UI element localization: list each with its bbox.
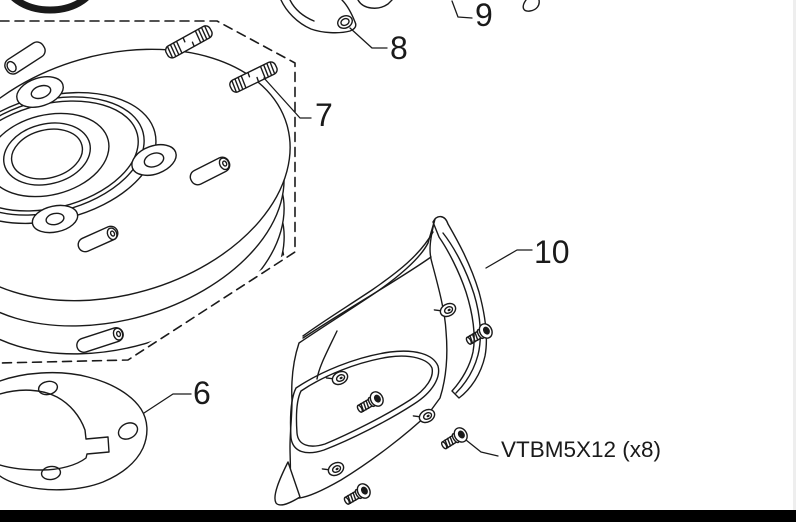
callout-10: 10	[534, 234, 570, 270]
part-fragment	[522, 0, 540, 12]
leader-6	[143, 393, 192, 414]
cover-opening	[289, 350, 440, 454]
right-edge-shade	[793, 0, 796, 510]
part-fragment	[357, 0, 393, 9]
cover-bottom-tab	[274, 461, 301, 506]
dashed-boundary	[0, 20, 296, 364]
screw	[340, 480, 374, 509]
callout-7: 7	[315, 97, 333, 133]
cover-rear-flange	[432, 215, 488, 399]
callout-9: 9	[475, 0, 493, 33]
seal-ring-arc	[11, 0, 89, 14]
leader-8	[349, 27, 388, 49]
callout-8: 8	[390, 30, 408, 66]
footer-bar	[0, 510, 796, 522]
side-cover	[274, 215, 488, 506]
leader-10	[485, 249, 533, 269]
head-gasket	[0, 371, 148, 491]
callout-6: 6	[193, 375, 211, 411]
leader-9	[451, 0, 473, 19]
cylinder-top-flange	[0, 48, 291, 302]
leader-7	[263, 77, 312, 119]
screw	[437, 424, 471, 454]
leader-lines	[143, 0, 533, 457]
leader-vtbm	[465, 439, 499, 457]
head-bolt-ears	[16, 76, 177, 234]
exhaust-gasket-fragment	[280, 0, 357, 34]
cover-body	[289, 218, 448, 499]
hardware-part-label: VTBM5X12 (x8)	[501, 437, 662, 462]
side-lugs	[4, 41, 231, 353]
